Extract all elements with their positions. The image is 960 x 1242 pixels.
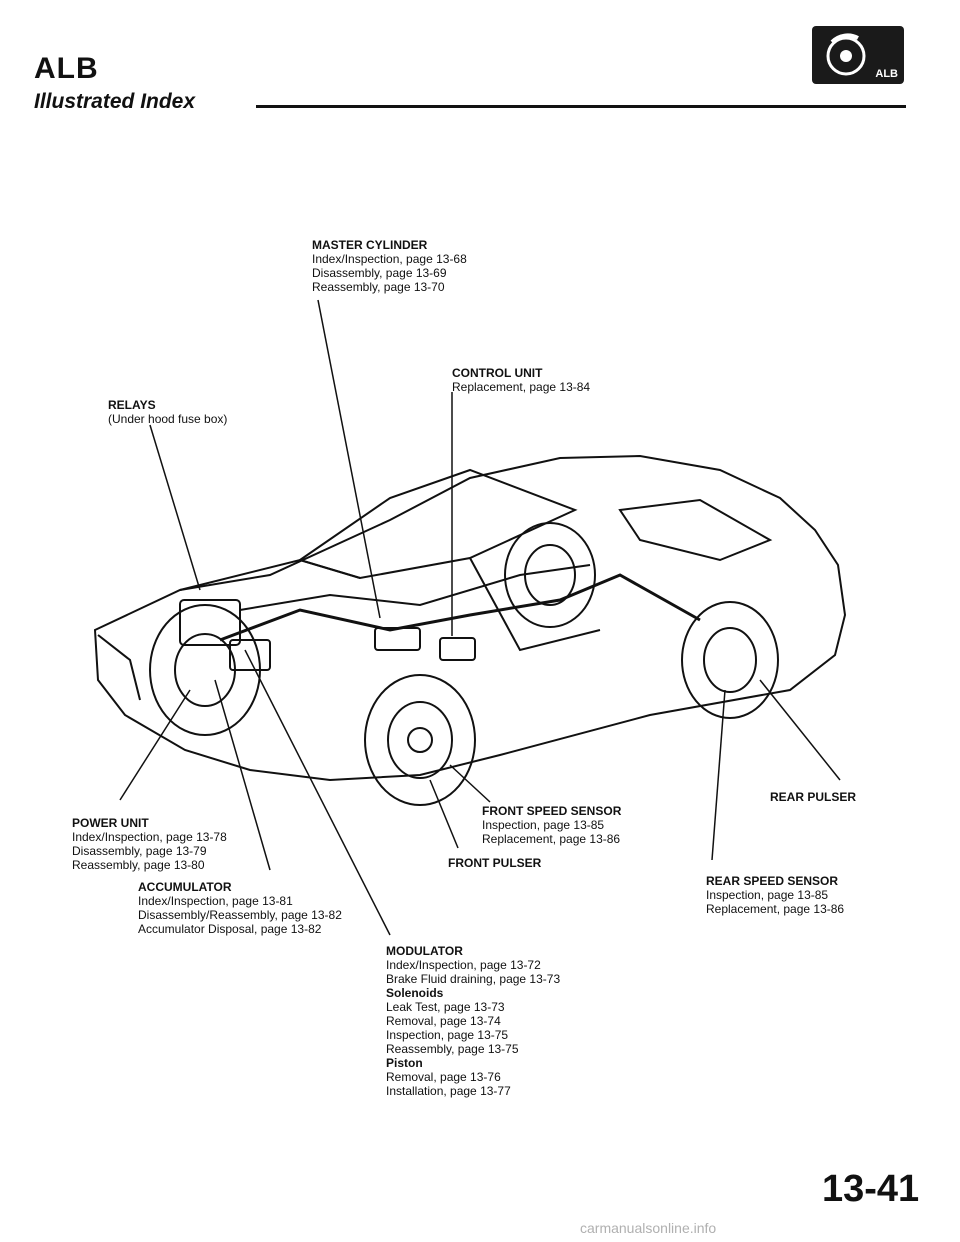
solenoid-line: Removal, page 13-74 (386, 1014, 501, 1028)
rear-right-wheel (681, 601, 779, 719)
page-number: 13-41 (822, 1168, 920, 1210)
solenoid-line: Leak Test, page 13-73 (386, 1000, 505, 1014)
solenoid-line: Reassembly, page 13-75 (386, 1042, 519, 1056)
accumulator-line: Disassembly/Reassembly, page 13-82 (138, 908, 342, 922)
front-pulser-title: FRONT PULSER (448, 856, 542, 870)
car-body-outline (93, 454, 847, 782)
leader-relays (149, 424, 201, 591)
leader-master-cylinder (317, 299, 381, 619)
control-unit-shape (439, 637, 476, 661)
section-badge: ALB (812, 26, 904, 84)
callout-relays: RELAYS (Under hood fuse box) (108, 398, 227, 426)
leader-power-unit (119, 689, 191, 801)
front-right-hub (407, 727, 433, 753)
rear-speed-sensor-title: REAR SPEED SENSOR (706, 874, 839, 888)
solenoid-line: Inspection, page 13-75 (386, 1028, 509, 1042)
solenoids-heading: Solenoids (386, 986, 444, 1000)
rear-speed-sensor-line: Replacement, page 13-86 (706, 902, 845, 916)
callout-power-unit: POWER UNIT Index/Inspection, page 13-78 … (72, 816, 227, 872)
windshield-outline (297, 468, 578, 580)
front-speed-sensor-line: Inspection, page 13-85 (482, 818, 605, 832)
rear-speed-sensor-line: Inspection, page 13-85 (706, 888, 829, 902)
rear-window-outline (618, 498, 773, 562)
master-cylinder-line: Index/Inspection, page 13-68 (312, 252, 467, 266)
power-unit-line: Reassembly, page 13-80 (72, 858, 205, 872)
piston-line: Installation, page 13-77 (386, 1084, 511, 1098)
power-unit-shape (179, 599, 241, 646)
control-unit-line: Replacement, page 13-84 (452, 380, 591, 394)
callout-master-cylinder: MASTER CYLINDER Index/Inspection, page 1… (312, 238, 467, 294)
relays-title: RELAYS (108, 398, 156, 412)
door-line (469, 557, 601, 652)
brake-disc-icon (826, 33, 866, 76)
brake-line-secondary (239, 564, 591, 611)
leader-accumulator (214, 679, 271, 871)
watermark: carmanualsonline.info (580, 1220, 717, 1236)
accumulator-title: ACCUMULATOR (138, 880, 232, 894)
rear-left-wheel (504, 522, 596, 628)
accumulator-line: Index/Inspection, page 13-81 (138, 894, 293, 908)
modulator-line: Index/Inspection, page 13-72 (386, 958, 541, 972)
relays-line: (Under hood fuse box) (108, 412, 228, 426)
power-unit-title: POWER UNIT (72, 816, 149, 830)
callout-accumulator: ACCUMULATOR Index/Inspection, page 13-81… (138, 880, 342, 936)
rear-pulser-title: REAR PULSER (770, 790, 857, 804)
callout-front-speed-sensor: FRONT SPEED SENSOR Inspection, page 13-8… (482, 804, 621, 846)
master-cylinder-line: Disassembly, page 13-69 (312, 266, 447, 280)
badge-label: ALB (875, 68, 898, 80)
master-cylinder-line: Reassembly, page 13-70 (312, 280, 445, 294)
page-subtitle: Illustrated Index (34, 90, 196, 113)
front-bumper (97, 634, 141, 701)
callout-front-pulser: FRONT PULSER (448, 856, 541, 870)
front-right-wheel (364, 674, 476, 806)
leader-front-speed-sensor (449, 764, 491, 803)
master-cylinder-title: MASTER CYLINDER (312, 238, 428, 252)
hood-line (179, 558, 361, 591)
callout-control-unit: CONTROL UNIT Replacement, page 13-84 (452, 366, 590, 394)
rear-right-rotor (703, 627, 757, 693)
master-cylinder-shape (374, 627, 421, 651)
front-right-rotor (387, 701, 453, 779)
control-unit-title: CONTROL UNIT (452, 366, 543, 380)
leader-modulator (244, 649, 391, 936)
front-speed-sensor-line: Replacement, page 13-86 (482, 832, 621, 846)
piston-heading: Piston (386, 1056, 423, 1070)
callout-rear-speed-sensor: REAR SPEED SENSOR Inspection, page 13-85… (706, 874, 844, 916)
leader-rear-pulser (759, 679, 841, 781)
callout-modulator: MODULATOR Index/Inspection, page 13-72 B… (386, 944, 560, 1098)
modulator-shape (229, 639, 271, 671)
accumulator-line: Accumulator Disposal, page 13-82 (138, 922, 322, 936)
callout-rear-pulser: REAR PULSER (770, 790, 856, 804)
front-speed-sensor-title: FRONT SPEED SENSOR (482, 804, 622, 818)
power-unit-line: Index/Inspection, page 13-78 (72, 830, 227, 844)
brake-line-main (219, 573, 701, 642)
power-unit-line: Disassembly, page 13-79 (72, 844, 207, 858)
modulator-title: MODULATOR (386, 944, 463, 958)
modulator-line: Brake Fluid draining, page 13-73 (386, 972, 561, 986)
leader-rear-speed-sensor (711, 689, 726, 861)
leader-front-pulser (429, 779, 459, 849)
header-rule (256, 105, 906, 108)
piston-line: Removal, page 13-76 (386, 1070, 501, 1084)
section-title: ALB (34, 52, 99, 85)
